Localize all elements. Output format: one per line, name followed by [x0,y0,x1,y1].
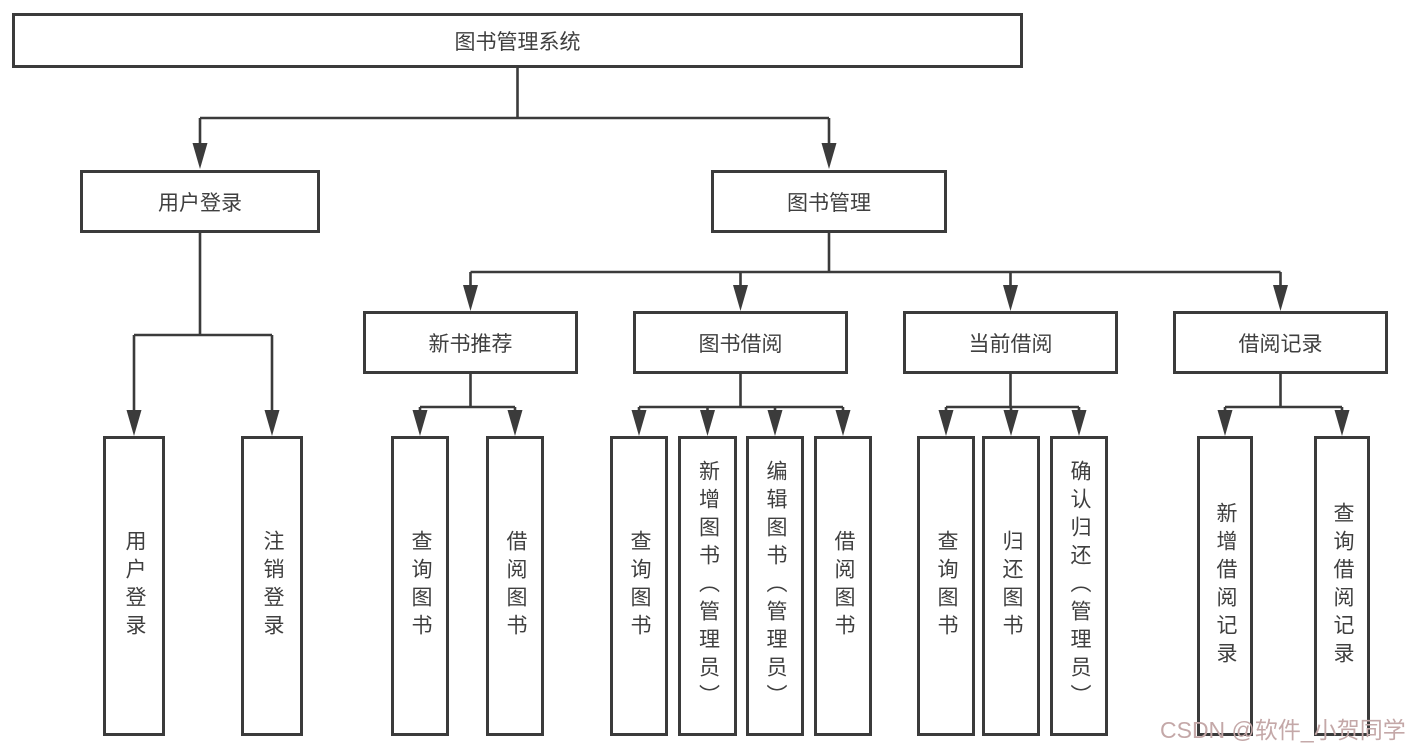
node-label: 注销登录 [261,530,284,642]
node-label: 图书管理 [787,191,871,215]
node-label: 新增图书（管理员） [696,460,720,712]
node-book-management: 图书管理 [711,170,947,233]
node-label: 用户登录 [123,530,146,642]
node-current-borrow: 当前借阅 [903,311,1118,374]
node-book-borrow: 图书借阅 [633,311,848,374]
node-new-book-recommend: 新书推荐 [363,311,578,374]
node-label: 新书推荐 [428,332,513,356]
node-label: 查询图书 [628,530,651,642]
csdn-watermark: CSDN @软件_小贺同学 [1160,717,1405,743]
leaf-confirm-return-admin: 确认归还（管理员） [1050,436,1108,736]
node-borrow-record: 借阅记录 [1173,311,1388,374]
leaf-edit-book-admin: 编辑图书（管理员） [746,436,804,736]
leaf-query-borrow-record: 查询借阅记录 [1314,436,1370,736]
node-label: 图书管理系统 [454,30,581,54]
leaf-borrow-book: 借阅图书 [814,436,872,736]
node-label: 当前借阅 [968,332,1053,356]
leaf-borrow-book-recommend: 借阅图书 [486,436,544,736]
leaf-query-book-borrow: 查询图书 [610,436,668,736]
node-label: 查询图书 [935,530,958,642]
node-label: 确认归还（管理员） [1068,460,1091,712]
leaf-return-book: 归还图书 [982,436,1040,736]
node-label: 图书借阅 [698,332,783,356]
node-label: 借阅图书 [504,530,527,642]
node-label: 用户登录 [158,191,242,215]
leaf-query-book-recommend: 查询图书 [391,436,449,736]
node-label: 归还图书 [1000,530,1023,642]
node-label: 借阅图书 [832,530,855,642]
leaf-add-borrow-record: 新增借阅记录 [1197,436,1253,736]
leaf-user-login: 用户登录 [103,436,165,736]
node-label: 查询图书 [409,530,432,642]
node-label: 新增借阅记录 [1214,502,1237,670]
node-label: 编辑图书（管理员） [764,460,787,712]
leaf-logout: 注销登录 [241,436,303,736]
leaf-add-book-admin: 新增图书（管理员） [678,436,737,736]
node-label: 查询借阅记录 [1331,502,1354,670]
node-label: 借阅记录 [1238,332,1323,356]
leaf-query-book-current: 查询图书 [917,436,975,736]
node-root-system: 图书管理系统 [12,13,1023,68]
node-user-login: 用户登录 [80,170,320,233]
